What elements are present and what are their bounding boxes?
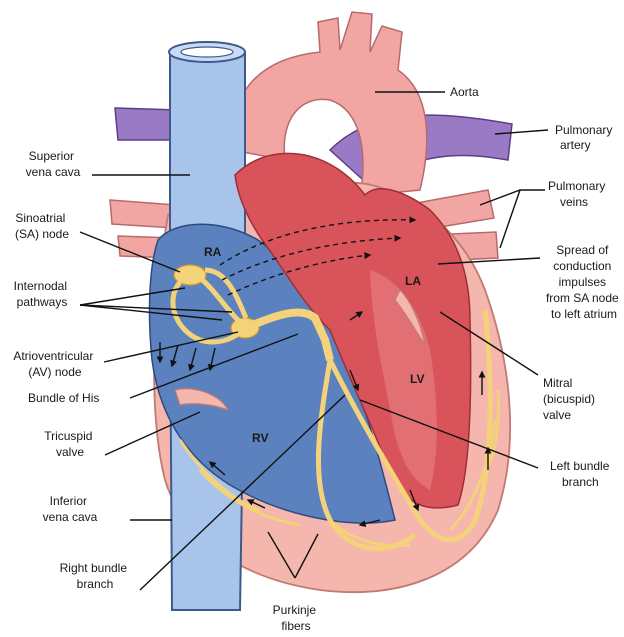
aorta — [230, 11, 428, 197]
label-sa-node: Sinoatrial (SA) node — [15, 211, 69, 241]
right-bundle-branch — [316, 359, 417, 551]
pulmonary-vein-left-upper — [109, 199, 176, 229]
label-superior-vena-cava: Superior vena cava — [26, 149, 81, 179]
label-right-bundle-branch: Right bundle branch — [60, 561, 131, 591]
label-pulmonary-artery: Pulmonary artery — [555, 123, 616, 152]
conduction-system — [170, 264, 500, 551]
sa-node — [173, 264, 207, 286]
label-mitral-valve: Mitral (bicuspid) valve — [543, 376, 598, 422]
right-atrium-ventricle — [148, 223, 396, 524]
tricuspid-valve-flap — [174, 388, 230, 412]
conduction-spread-arrows — [219, 216, 417, 296]
label-inferior-vena-cava: Inferior vena cava — [43, 494, 98, 524]
label-left-bundle-branch: Left bundle branch — [550, 459, 613, 489]
label-tricuspid-valve: Tricuspid valve — [44, 429, 96, 459]
label-aorta: Aorta — [450, 85, 479, 99]
impulse-arrows — [156, 311, 492, 528]
bundle-of-his — [248, 308, 334, 361]
left-bundle-branch — [327, 309, 493, 543]
label-bundle-of-his: Bundle of His — [28, 391, 99, 405]
purkinje-fibers — [178, 389, 500, 548]
chamber-lv-label: LV — [410, 372, 424, 386]
labels: Aorta Pulmonary artery Superior vena cav… — [13, 85, 622, 633]
label-spread-conduction: Spread of conduction impulses from SA no… — [546, 243, 622, 321]
label-internodal-pathways: Internodal pathways — [14, 279, 71, 309]
label-av-node: Atrioventricular (AV) node — [13, 349, 96, 379]
mitral-valve-flap — [394, 288, 426, 346]
label-pulmonary-veins: Pulmonary veins — [548, 179, 609, 209]
leader-lines — [79, 91, 549, 591]
chamber-la-label: LA — [405, 274, 421, 288]
chamber-rv-label: RV — [252, 431, 268, 445]
chamber-ra-label: RA — [204, 245, 222, 259]
vena-cava-lumen — [180, 46, 234, 58]
label-purkinje-fibers: Purkinje fibers — [273, 603, 320, 633]
